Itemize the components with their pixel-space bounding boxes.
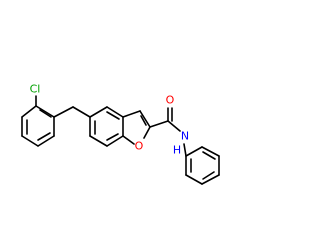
bond [89, 135, 108, 147]
bond [37, 135, 55, 147]
bond [106, 111, 120, 120]
atom-labels: Cl O O N H [30, 83, 189, 157]
bond [139, 110, 151, 128]
bond [202, 171, 215, 180]
bond [143, 126, 151, 139]
bond [185, 174, 203, 185]
molecule-drawing: Cl O O N H [21, 83, 220, 185]
chlorine-atom-label: Cl [30, 83, 41, 96]
bond [122, 110, 141, 118]
amide-nitrogen-atom-label: N [181, 130, 189, 143]
ring-oxygen-atom-label: O [135, 140, 144, 153]
bond [201, 174, 220, 185]
bonds [21, 95, 220, 185]
bond [37, 132, 51, 141]
bond [35, 105, 55, 118]
bond [202, 151, 216, 160]
bond [149, 120, 169, 128]
bond [21, 105, 37, 118]
bond [167, 120, 181, 132]
bond [39, 109, 52, 118]
bond [106, 135, 124, 147]
bond [122, 135, 135, 145]
bond [72, 106, 91, 118]
structure-canvas: Cl O O N H [21, 83, 220, 185]
bond [185, 146, 203, 157]
bond [89, 106, 108, 118]
bond [21, 135, 39, 147]
bond [201, 146, 220, 157]
carbonyl-oxygen-atom-label: O [166, 94, 175, 107]
bond [140, 115, 147, 126]
amide-hydrogen-atom-label: H [173, 144, 181, 157]
bond [106, 133, 119, 141]
bond [183, 143, 187, 157]
bond [53, 106, 74, 118]
bond [106, 106, 124, 118]
